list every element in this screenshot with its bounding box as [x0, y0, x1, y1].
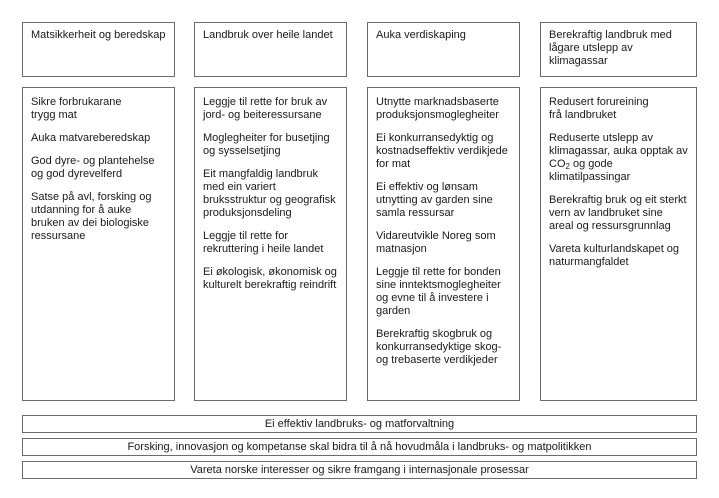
- subgoal-item: Moglegheiter for busetjing og sysselsetj…: [203, 132, 330, 157]
- subgoal-item: Leggje til rette for bruk av jord- og be…: [203, 96, 328, 121]
- subgoal-item: Vareta kulturlandskapet og naturmangfald…: [549, 243, 680, 268]
- subgoal-item: Leggje til rette for rekruttering i heil…: [203, 230, 324, 255]
- subgoal-item: Berekraftig skogbruk og konkurransedykti…: [376, 328, 502, 366]
- subgoal-item: Reduserte utslepp av klimagassar, auka o…: [549, 132, 688, 183]
- subgoal-item: Sikre forbrukarane trygg mat: [31, 96, 122, 121]
- subgoal-item: Leggje til rette for bonden sine inntekt…: [376, 266, 501, 317]
- subgoal-item: Redusert forureining frå landbruket: [549, 96, 649, 121]
- subgoal-item: Ei økologisk, økonomisk og kulturelt ber…: [203, 266, 337, 291]
- goal-box-3: Auka verdiskaping: [367, 22, 520, 77]
- crosscutting-bar-1: Ei effektiv landbruks- og matforvaltning: [22, 415, 697, 433]
- subgoal-item: God dyre- og plantehelse og god dyrevelf…: [31, 155, 155, 180]
- subgoal-item: Ei konkurransedyktig og kostnadseffektiv…: [376, 132, 508, 170]
- subgoal-item: Berekraftig bruk og eit sterkt vern av l…: [549, 194, 687, 232]
- subgoal-column-3: Utnytte marknadsbaserte produksjonsmogle…: [367, 87, 520, 401]
- subgoal-column-1: Sikre forbrukarane trygg mat Auka matvar…: [22, 87, 175, 401]
- goal-title: Matsikkerheit og beredskap: [31, 29, 166, 41]
- subgoal-column-4: Redusert forureining frå landbruket Redu…: [540, 87, 697, 401]
- subgoal-item: Utnytte marknadsbaserte produksjonsmogle…: [376, 96, 499, 121]
- goal-box-4: Berekraftig landbruk med lågare utslepp …: [540, 22, 697, 77]
- goal-box-2: Landbruk over heile landet: [194, 22, 347, 77]
- crosscutting-bar-2: Forsking, innovasjon og kompetanse skal …: [22, 438, 697, 456]
- subgoal-item: Eit mangfaldig landbruk med ein variert …: [203, 168, 336, 219]
- subgoal-item: Satse på avl, forsking og utdanning for …: [31, 191, 152, 242]
- goal-title: Berekraftig landbruk med lågare utslepp …: [549, 29, 672, 67]
- goal-title: Landbruk over heile landet: [203, 29, 333, 41]
- crosscutting-bar-3: Vareta norske interesser og sikre framga…: [22, 461, 697, 479]
- goal-title: Auka verdiskaping: [376, 29, 466, 41]
- subgoal-item: Vidareutvikle Noreg som matnasjon: [376, 230, 496, 255]
- subgoal-column-2: Leggje til rette for bruk av jord- og be…: [194, 87, 347, 401]
- subgoal-item: Ei effektiv og lønsam utnytting av garde…: [376, 181, 493, 219]
- subgoal-item: Auka matvareberedskap: [31, 132, 151, 144]
- goal-box-1: Matsikkerheit og beredskap: [22, 22, 175, 77]
